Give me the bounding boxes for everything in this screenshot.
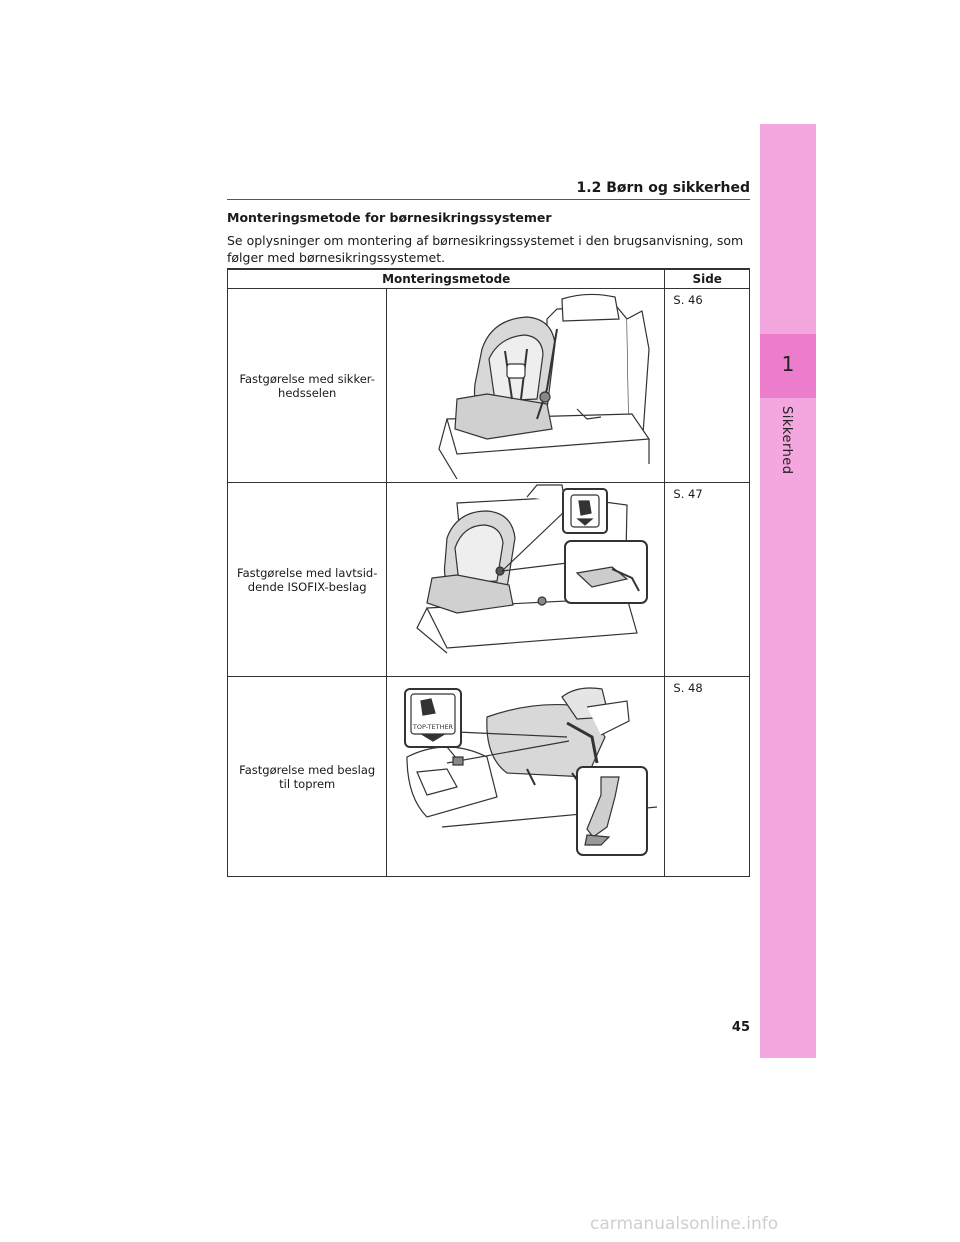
- method-cell: Fastgørelse med sikker-hedsselen: [226, 288, 388, 483]
- column-header-page: Side: [664, 268, 750, 289]
- chapter-label: Sikkerhed: [779, 406, 794, 475]
- page-ref-cell: S. 48: [664, 676, 750, 877]
- page-ref-cell: S. 46: [664, 288, 750, 483]
- child-seat-seatbelt-illustration: [386, 288, 666, 483]
- method-cell: Fastgørelse med beslag til toprem: [226, 676, 388, 877]
- table-row: Fastgørelse med sikker-hedsselen S. 4: [226, 288, 750, 483]
- table-row: Fastgørelse med lavtsid-dende ISOFIX-bes…: [226, 482, 750, 677]
- top-tether-icon-label: TOP-TETHER: [412, 723, 454, 731]
- installation-method-table: Monteringsmetode Side Fastgørelse med si…: [226, 268, 750, 877]
- chapter-number: 1: [781, 352, 795, 376]
- page-reference: S. 48: [673, 681, 703, 695]
- intro-paragraph: Se oplysninger om montering af børnesikr…: [227, 233, 744, 265]
- method-cell: Fastgørelse med lavtsid-dende ISOFIX-bes…: [226, 482, 388, 677]
- section-header: 1.2 Børn og sikkerhed: [576, 180, 750, 196]
- page-heading: Monteringsmetode for børnesikringssystem…: [227, 210, 552, 225]
- page-reference: S. 47: [673, 487, 703, 501]
- chapter-side-tab: [760, 124, 816, 1058]
- column-header-method: Monteringsmetode: [226, 268, 666, 289]
- chapter-side-tab-active: [760, 334, 816, 398]
- page-number: 45: [731, 1020, 750, 1035]
- page-ref-cell: S. 47: [664, 482, 750, 677]
- table-header-row: Monteringsmetode Side: [226, 268, 750, 289]
- table-row: Fastgørelse med beslag til toprem: [226, 676, 750, 877]
- page-reference: S. 46: [673, 293, 703, 307]
- child-seat-isofix-illustration: [386, 482, 666, 677]
- child-seat-top-tether-illustration: TOP-TETHER: [386, 676, 666, 877]
- watermark: carmanualsonline.info: [590, 1214, 779, 1234]
- header-rule: [227, 199, 750, 200]
